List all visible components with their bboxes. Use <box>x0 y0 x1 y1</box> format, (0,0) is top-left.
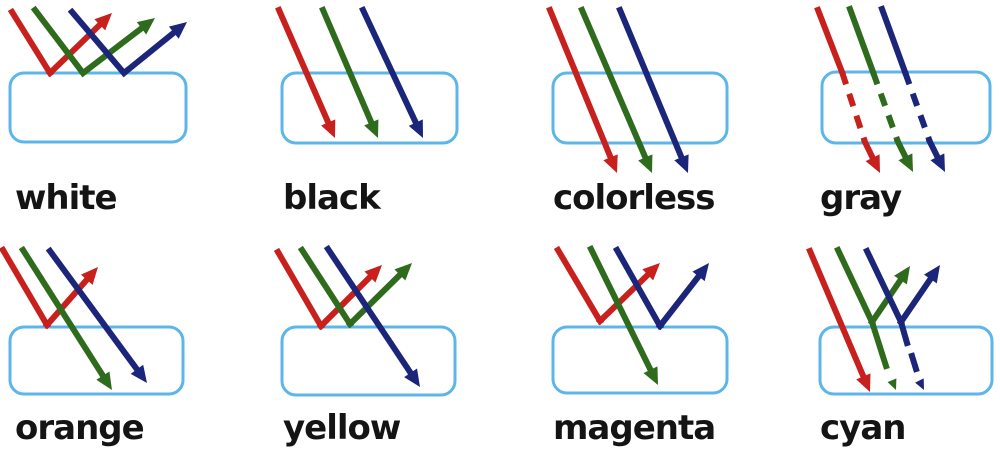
panel-black: black <box>250 0 500 230</box>
ray-diagram-colorless <box>546 6 729 173</box>
panel-label: black <box>283 178 381 218</box>
panel-label: gray <box>820 178 902 218</box>
panel-colorless: colorless <box>500 0 750 230</box>
panel-orange: orange <box>0 230 250 458</box>
panel-label: orange <box>15 408 145 448</box>
ray-diagram-orange <box>0 245 185 396</box>
panel-label: white <box>15 178 118 218</box>
ray-diagram-magenta <box>551 244 729 395</box>
panel-label: magenta <box>553 408 716 448</box>
panel-label: yellow <box>283 408 401 448</box>
panel-cyan: cyan <box>750 230 1000 458</box>
ray-diagram-yellow <box>273 244 457 397</box>
ray-diagram-black <box>275 6 459 145</box>
panel-label: cyan <box>820 408 906 448</box>
panel-gray: gray <box>750 0 1000 230</box>
ray-diagram-gray <box>814 5 992 173</box>
ray-diagram-white <box>7 5 188 144</box>
panel-label: colorless <box>553 178 715 218</box>
panel-magenta: magenta <box>500 230 750 458</box>
panel-yellow: yellow <box>250 230 500 458</box>
panel-white: white <box>0 0 250 230</box>
ray-diagram-cyan <box>806 246 994 396</box>
